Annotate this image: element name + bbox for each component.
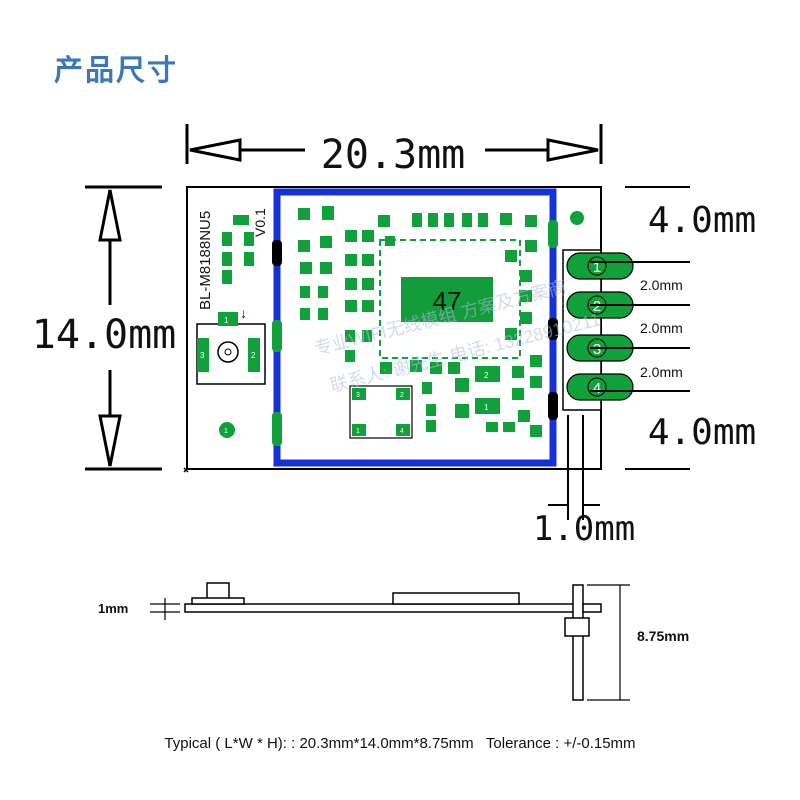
antenna-connector: 1 2 3: [196, 312, 266, 385]
smd-pad: [530, 425, 542, 437]
antenna-pad-1: 1: [224, 316, 229, 325]
smd-pad: [422, 382, 432, 394]
smd-pad: [430, 362, 442, 374]
smd-pad: [500, 213, 512, 225]
height-label: 14.0mm: [32, 312, 177, 358]
smd-pad: [448, 362, 460, 374]
smd-pad: [428, 213, 438, 227]
smd-pad: [320, 262, 332, 274]
smd-pad: [320, 236, 332, 248]
board-thickness-label: 1mm: [98, 601, 128, 616]
spec-caption: Typical ( L*W * H): : 20.3mm*14.0mm*8.75…: [164, 735, 636, 752]
pin-pitch-label-2: 2.0mm: [640, 320, 683, 336]
side-dimension-lines: [150, 584, 630, 701]
smd-pad: [345, 254, 357, 266]
chip-label: 47: [433, 286, 462, 316]
antenna-pad-3: 3: [200, 351, 205, 360]
width-label: 20.3mm: [321, 132, 466, 178]
antenna-pad-2: 2: [251, 351, 256, 360]
smd-pad: [462, 213, 472, 227]
smd-pad: [318, 308, 328, 320]
pin-pitch-label-1: 2.0mm: [640, 277, 683, 293]
smd-pad: [426, 404, 436, 416]
header-pin-number: 1: [593, 259, 601, 276]
smd-pad: [512, 388, 524, 400]
smd-pad: [298, 240, 310, 252]
smd-pad: [298, 208, 310, 220]
smd-pad: [345, 330, 355, 342]
smd-pad: [444, 213, 454, 227]
antenna-pin1-marker: ↓: [240, 305, 247, 321]
smd-pad: [300, 262, 312, 274]
header-pin-number: 2: [593, 298, 601, 315]
smd-pad: [455, 404, 469, 418]
smd-pad: [362, 300, 374, 312]
board-version-label: V0.1: [252, 208, 268, 237]
board-model-label: BL-M8188NU5: [197, 211, 214, 310]
pin-bottom-margin-label: 4.0mm: [648, 412, 756, 453]
crystal-component: 1 2 3 4: [349, 385, 413, 439]
transistor-label-b: 1: [484, 403, 489, 412]
smd-pad: [478, 213, 488, 227]
header-pin-number: 3: [593, 341, 601, 358]
smd-pad: [486, 422, 498, 432]
page-title: 产品尺寸: [54, 53, 179, 87]
smd-pad: [410, 360, 422, 372]
smd-pad: [530, 376, 542, 388]
header-pin-number: 4: [593, 380, 601, 397]
fiducial-label: 1: [224, 428, 228, 435]
pin-width-label: 1.0mm: [533, 509, 635, 549]
smd-pad: [520, 290, 532, 302]
smd-pad: [505, 250, 517, 262]
crystal-pad-4: 4: [400, 428, 404, 435]
smd-pad: [300, 286, 310, 298]
smd-pad: [362, 330, 372, 342]
small-transistors: 2 1: [475, 366, 500, 414]
passive-pads-left: [222, 215, 254, 284]
transistor-label-a: 2: [484, 371, 489, 380]
smd-pad: [345, 278, 357, 290]
smd-pad: [412, 213, 422, 227]
smd-pad: [512, 366, 524, 378]
smd-pad: [362, 230, 374, 242]
fiducial-bottom-left: [219, 422, 235, 438]
smd-pad: [345, 350, 355, 362]
total-height-label: 8.75mm: [637, 628, 689, 644]
smd-pad: [362, 278, 374, 290]
smd-pad: [300, 308, 310, 320]
height-dimension: [85, 185, 162, 471]
crystal-pad-2: 2: [400, 392, 404, 399]
smd-pad: [525, 215, 537, 227]
smd-pad: [378, 215, 390, 227]
fiducial-top-right: [570, 211, 584, 225]
passive-pads-shield: [298, 206, 542, 437]
smd-pad: [345, 230, 357, 242]
smd-pad: [520, 312, 532, 324]
pin-pitch-label-3: 2.0mm: [640, 364, 683, 380]
crystal-pad-3: 3: [356, 392, 360, 399]
width-dimension: [185, 124, 603, 164]
smd-pad: [362, 254, 374, 266]
smd-pad: [525, 240, 537, 252]
smd-pad: [426, 420, 436, 432]
crystal-pad-1: 1: [356, 428, 360, 435]
smd-pad: [318, 286, 328, 298]
smd-pad: [518, 410, 530, 422]
smd-pad: [505, 328, 517, 340]
pin-dimension-lines: [548, 186, 690, 520]
pin-top-margin-label: 4.0mm: [648, 200, 756, 241]
smd-pad: [322, 206, 334, 220]
smd-pad: [530, 355, 542, 367]
smd-pad: [455, 378, 469, 392]
smd-pad: [380, 362, 392, 374]
main-chip: 47: [379, 239, 521, 359]
smd-pad: [345, 300, 357, 312]
side-view: [184, 582, 602, 701]
smd-pad: [503, 422, 515, 432]
shield-clips: [272, 220, 558, 446]
smd-pad: [520, 270, 532, 282]
